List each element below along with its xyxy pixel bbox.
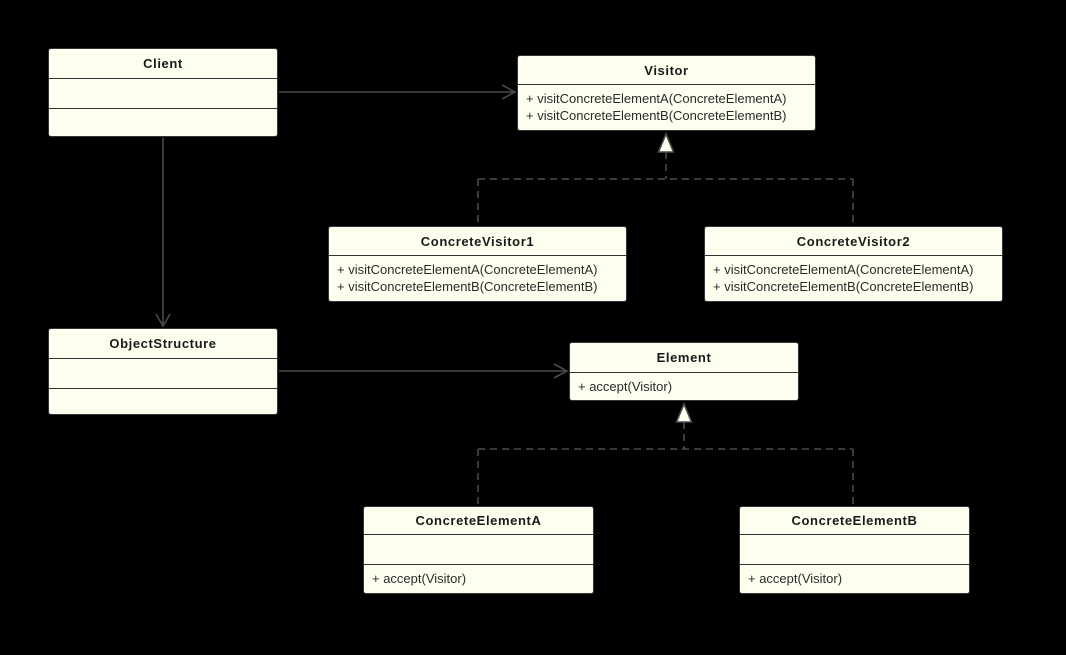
method-label: + accept(Visitor): [748, 571, 843, 586]
class-node-concrete-element-b: ConcreteElementB + accept(Visitor): [739, 506, 970, 594]
edge-client-to-visitor: [279, 84, 517, 100]
class-methods-client: [49, 108, 277, 135]
open-arrowhead-icon: [553, 363, 569, 379]
class-title-concrete-visitor-1: ConcreteVisitor1: [420, 233, 535, 249]
edge-client-to-object-structure: [155, 138, 171, 328]
class-node-concrete-visitor-1: ConcreteVisitor1 + visitConcreteElementA…: [328, 226, 627, 302]
class-attributes-concrete-element-a: [364, 534, 593, 564]
class-attributes-object-structure: [49, 358, 277, 388]
method-label: + visitConcreteElementA(ConcreteElementA…: [713, 262, 974, 277]
edge-object-structure-to-element: [279, 363, 569, 379]
class-title-concrete-element-a: ConcreteElementA: [415, 513, 542, 528]
class-methods-element: + accept(Visitor): [570, 372, 798, 399]
class-node-element: Element + accept(Visitor): [569, 342, 799, 401]
edge-concrete-visitors-to-visitor: [477, 131, 854, 225]
method-label: + visitConcreteElementB(ConcreteElementB…: [713, 279, 974, 294]
method-label: + visitConcreteElementA(ConcreteElementA…: [526, 91, 787, 106]
hollow-triangle-arrowhead-icon: [675, 401, 693, 423]
class-title-concrete-element-b: ConcreteElementB: [791, 513, 918, 528]
class-title-object-structure: ObjectStructure: [109, 336, 217, 351]
class-title-visitor: Visitor: [644, 62, 689, 78]
class-methods-concrete-visitor-2: + visitConcreteElementA(ConcreteElementA…: [705, 255, 1002, 300]
class-title-client: Client: [143, 56, 183, 71]
class-node-concrete-element-a: ConcreteElementA + accept(Visitor): [363, 506, 594, 594]
open-arrowhead-icon: [501, 84, 517, 100]
class-methods-concrete-visitor-1: + visitConcreteElementA(ConcreteElementA…: [329, 255, 626, 300]
class-methods-concrete-element-a: + accept(Visitor): [364, 564, 593, 592]
class-title-concrete-visitor-2: ConcreteVisitor2: [796, 233, 911, 249]
class-node-object-structure: ObjectStructure: [48, 328, 278, 415]
method-label: + visitConcreteElementB(ConcreteElementB…: [526, 108, 787, 123]
class-node-visitor: Visitor + visitConcreteElementA(Concrete…: [517, 55, 816, 131]
class-node-concrete-visitor-2: ConcreteVisitor2 + visitConcreteElementA…: [704, 226, 1003, 302]
edge-concrete-elements-to-element: [477, 401, 854, 505]
class-methods-concrete-element-b: + accept(Visitor): [740, 564, 969, 592]
method-label: + visitConcreteElementA(ConcreteElementA…: [337, 262, 598, 277]
open-arrowhead-icon: [155, 313, 171, 328]
hollow-triangle-arrowhead-icon: [657, 131, 675, 153]
class-attributes-client: [49, 78, 277, 108]
class-node-client: Client: [48, 48, 278, 137]
method-label: + accept(Visitor): [372, 571, 467, 586]
class-methods-object-structure: [49, 388, 277, 413]
class-title-element: Element: [656, 350, 712, 365]
class-attributes-concrete-element-b: [740, 534, 969, 564]
method-label: + visitConcreteElementB(ConcreteElementB…: [337, 279, 598, 294]
method-label: + accept(Visitor): [578, 379, 673, 394]
class-methods-visitor: + visitConcreteElementA(ConcreteElementA…: [518, 84, 815, 129]
